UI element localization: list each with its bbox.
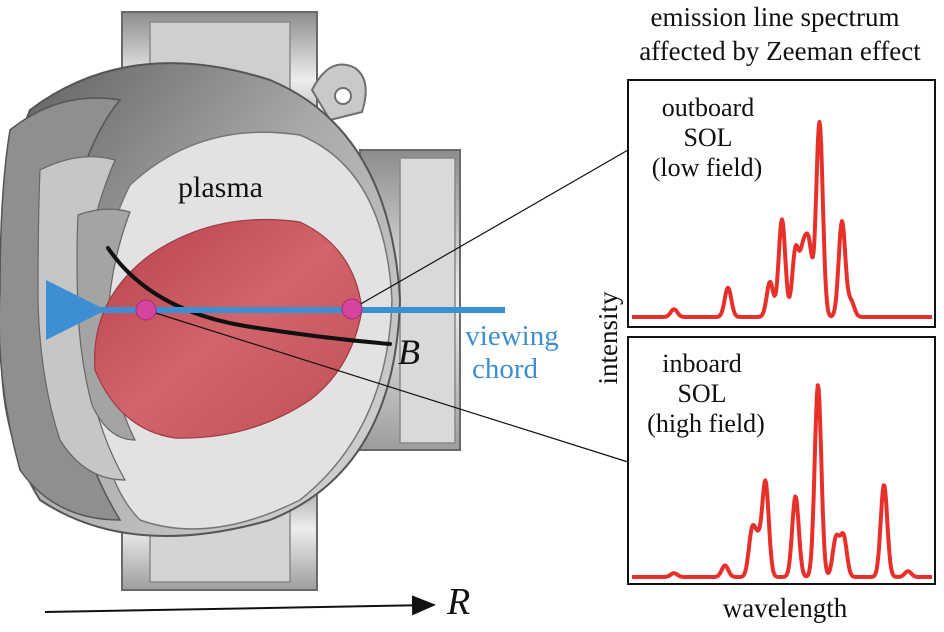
viewing-chord-label-1: viewing	[465, 320, 558, 352]
connector-line-outboard	[351, 149, 629, 310]
x-axis-label: wavelength	[723, 593, 848, 623]
inboard-point-marker	[135, 299, 157, 321]
outboard-spectrum-panel	[627, 79, 936, 328]
y-axis-label: intensity	[593, 291, 623, 384]
viewing-chord-label-2: chord	[472, 353, 539, 385]
r-axis-label: R	[446, 581, 470, 623]
plasma-label: plasma	[178, 171, 263, 204]
plasma-volume	[94, 218, 363, 439]
field-label: B	[398, 332, 420, 372]
outboard-point-marker	[341, 298, 363, 320]
outboard-spectrum-line	[630, 120, 934, 319]
outboard-label-line-1: outboard	[662, 93, 754, 122]
inboard-label-line-1: inboard	[662, 349, 741, 378]
inboard-label-line-3: (high field)	[647, 409, 765, 438]
outboard-label-line-2: SOL	[683, 123, 732, 152]
inboard-label-line-2: SOL	[677, 379, 726, 408]
r-axis-arrow	[44, 595, 436, 616]
inboard-spectrum-line	[630, 383, 934, 579]
magnetic-field-line	[106, 246, 392, 346]
inboard-spectrum-panel	[627, 336, 936, 585]
connector-line-inboard	[145, 309, 629, 463]
header-line-2: affected by Zeeman effect	[639, 36, 921, 66]
header-line-1: emission line spectrum	[651, 2, 900, 32]
outboard-label-line-3: (low field)	[652, 153, 762, 182]
